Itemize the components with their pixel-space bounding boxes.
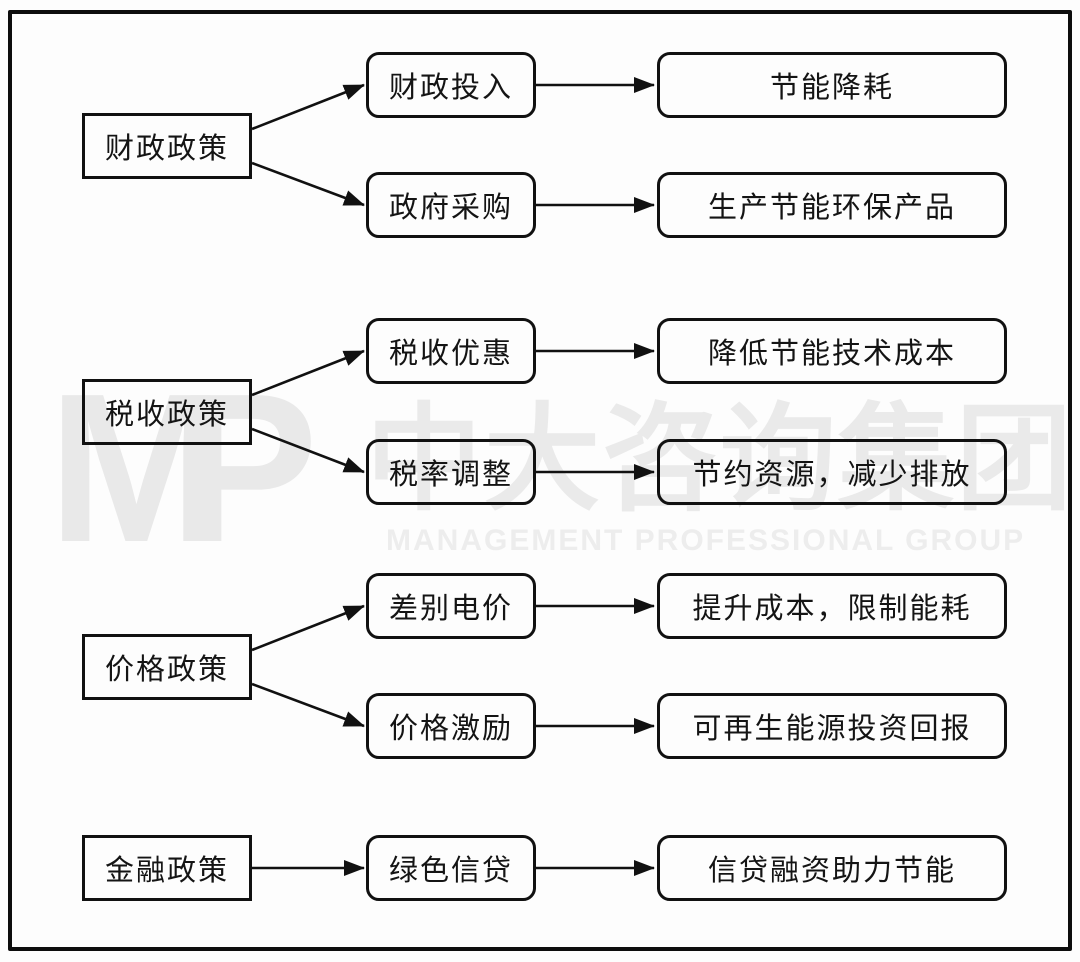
outer-border — [8, 10, 1072, 951]
price-incentive-node: 价格激励 — [366, 693, 536, 759]
price-policy-node: 价格政策 — [82, 634, 252, 700]
fiscal-policy-node: 财政政策 — [82, 113, 252, 179]
government-procurement-node: 政府采购 — [366, 172, 536, 238]
tax-policy-node: 税收政策 — [82, 379, 252, 445]
tax-incentive-node: 税收优惠 — [366, 318, 536, 384]
energy-saving-outcome-node: 节能降耗 — [657, 52, 1007, 118]
renewable-investment-return-outcome-node: 可再生能源投资回报 — [657, 693, 1007, 759]
lower-tech-cost-outcome-node: 降低节能技术成本 — [657, 318, 1007, 384]
raise-cost-limit-energy-outcome-node: 提升成本，限制能耗 — [657, 573, 1007, 639]
watermark-company-name: 中大咨询集团 — [366, 394, 1074, 524]
green-products-outcome-node: 生产节能环保产品 — [657, 172, 1007, 238]
green-credit-node: 绿色信贷 — [366, 835, 536, 901]
credit-financing-outcome-node: 信贷融资助力节能 — [657, 835, 1007, 901]
save-resources-outcome-node: 节约资源，减少排放 — [657, 439, 1007, 505]
differential-electricity-price-node: 差别电价 — [366, 573, 536, 639]
finance-policy-node: 金融政策 — [82, 835, 252, 901]
watermark-company-name-english: MANAGEMENT PROFESSIONAL GROUP — [386, 524, 1026, 557]
tax-rate-adjustment-node: 税率调整 — [366, 439, 536, 505]
fiscal-investment-node: 财政投入 — [366, 52, 536, 118]
